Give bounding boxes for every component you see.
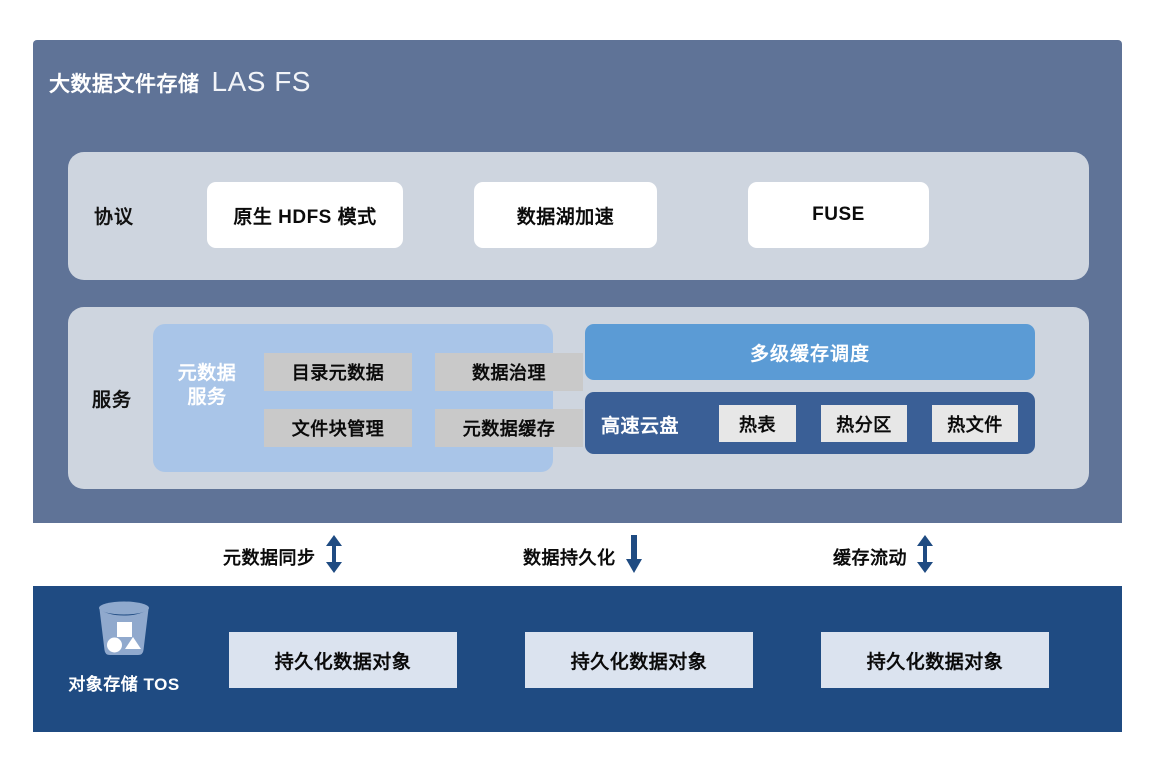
connector-metadata-sync: 元数据同步 (223, 535, 343, 578)
connector-data-persistence: 数据持久化 (523, 535, 643, 578)
fast-cloud-disk-label: 高速云盘 (601, 416, 680, 437)
metadata-service-title-line1: 元数据 (177, 363, 237, 384)
persistent-data-object-2[interactable]: 持久化数据对象 (525, 632, 753, 688)
arrow-down-icon (625, 535, 643, 578)
connector-band: 元数据同步 数据持久化 缓存流动 (33, 523, 1122, 585)
cache-item-hot-partition[interactable]: 热分区 (821, 405, 907, 442)
connector-metadata-sync-label: 元数据同步 (223, 547, 316, 568)
diagram-title-en: LAS FS (211, 66, 311, 97)
connector-cache-flow-label: 缓存流动 (833, 547, 907, 568)
metadata-service-title-line2: 服务 (187, 387, 227, 409)
object-storage-panel: 对象存储 TOS 持久化数据对象 持久化数据对象 持久化数据对象 (33, 586, 1122, 732)
service-row-label: 服务 (92, 390, 133, 411)
diagram-title: 大数据文件存储 LAS FS (49, 66, 311, 98)
protocol-item-datalake-accel[interactable]: 数据湖加速 (474, 182, 657, 248)
connector-data-persistence-label: 数据持久化 (523, 547, 616, 568)
bucket-icon (93, 600, 155, 665)
double-arrow-vertical-icon (916, 535, 934, 578)
persistent-data-object-3[interactable]: 持久化数据对象 (821, 632, 1049, 688)
double-arrow-vertical-icon (325, 535, 343, 578)
metadata-service-title: 元数据服务 (170, 362, 244, 411)
cache-column: 多级缓存调度 高速云盘 热表 热分区 热文件 (585, 324, 1035, 472)
persistent-data-object-1[interactable]: 持久化数据对象 (229, 632, 457, 688)
diagram-title-cn: 大数据文件存储 (49, 73, 200, 96)
service-row: 服务 元数据服务 目录元数据 数据治理 文件块管理 元数据缓存 多级缓存调度 高… (68, 307, 1089, 489)
cache-scheduler-bar[interactable]: 多级缓存调度 (585, 324, 1035, 380)
las-fs-panel: 大数据文件存储 LAS FS 协议 原生 HDFS 模式 数据湖加速 FUSE … (33, 40, 1122, 523)
protocol-item-hdfs[interactable]: 原生 HDFS 模式 (207, 182, 403, 248)
metadata-item-block-management[interactable]: 文件块管理 (264, 409, 412, 447)
fast-cloud-disk-bar: 高速云盘 热表 热分区 热文件 (585, 392, 1035, 454)
cache-item-hot-file[interactable]: 热文件 (932, 405, 1018, 442)
cache-item-hot-table[interactable]: 热表 (719, 405, 796, 442)
protocol-item-fuse[interactable]: FUSE (748, 182, 929, 248)
object-storage-brand: 对象存储 TOS (50, 600, 198, 695)
metadata-item-directory-metadata[interactable]: 目录元数据 (264, 353, 412, 391)
metadata-item-data-governance[interactable]: 数据治理 (435, 353, 583, 391)
protocol-row: 协议 原生 HDFS 模式 数据湖加速 FUSE (68, 152, 1089, 280)
protocol-row-label: 协议 (94, 207, 135, 228)
connector-cache-flow: 缓存流动 (833, 535, 934, 578)
object-storage-brand-label: 对象存储 TOS (68, 675, 180, 694)
metadata-service-panel: 元数据服务 目录元数据 数据治理 文件块管理 元数据缓存 (153, 324, 583, 472)
metadata-item-metadata-cache[interactable]: 元数据缓存 (435, 409, 583, 447)
